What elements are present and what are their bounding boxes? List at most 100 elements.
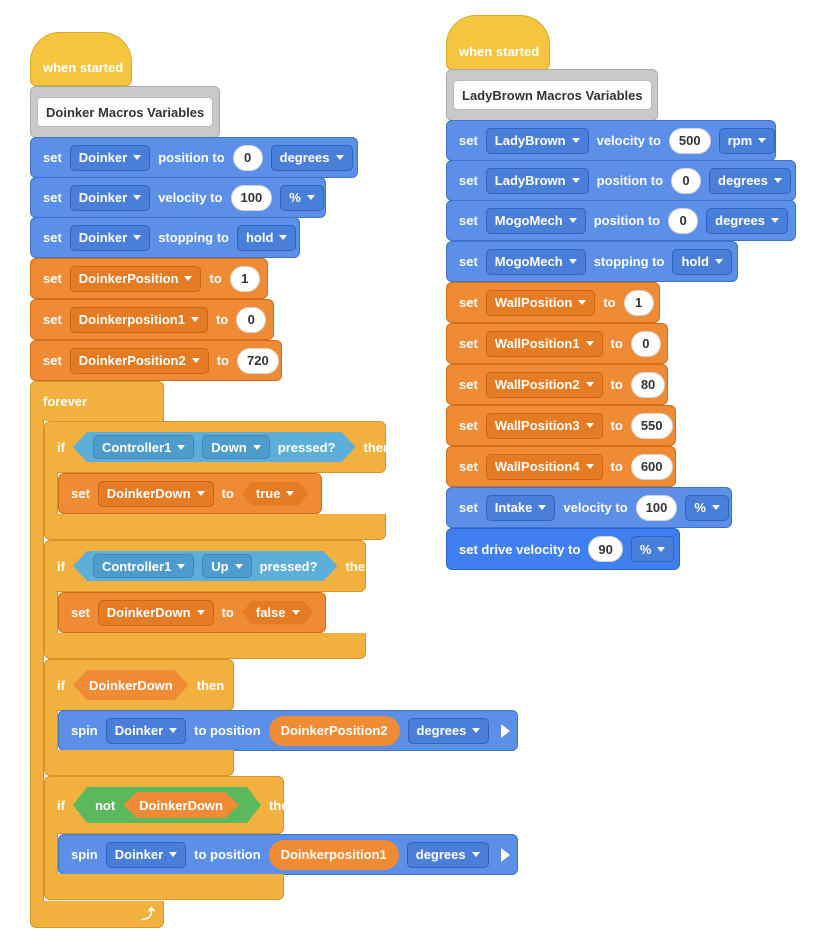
position-variable-reporter[interactable]: DoinkerPosition2	[268, 715, 400, 746]
unit-dropdown[interactable]: degrees	[709, 167, 791, 194]
comment-text[interactable]: LadyBrown Macros Variables	[453, 80, 652, 110]
comment-block[interactable]: Doinker Macros Variables	[30, 86, 220, 138]
variable-dropdown[interactable]: DoinkerPosition2	[69, 347, 209, 374]
motor-name: Doinker	[114, 723, 164, 738]
chevron-down-icon	[177, 564, 185, 569]
spin-to-position-block[interactable]: spin Doinker to position DoinkerPosition…	[58, 710, 518, 751]
variable-dropdown[interactable]: DoinkerDown	[97, 480, 214, 507]
unit-dropdown[interactable]: %	[685, 494, 729, 521]
motor-dropdown[interactable]: Doinker	[69, 224, 151, 251]
motor-dropdown[interactable]: MogoMech	[485, 248, 586, 275]
set-position-block[interactable]: set LadyBrown position to 0 degrees	[446, 160, 796, 201]
set-stopping-block[interactable]: set MogoMech stopping to hold	[446, 241, 738, 282]
set-doinkerdown-false-block[interactable]: set DoinkerDown to false	[58, 592, 326, 633]
unit-dropdown[interactable]: degrees	[270, 144, 353, 171]
motor-dropdown[interactable]: LadyBrown	[485, 167, 589, 194]
comment-block[interactable]: LadyBrown Macros Variables	[446, 69, 658, 121]
set-variable-block[interactable]: set WallPosition2 to 80	[446, 364, 668, 405]
set-velocity-block[interactable]: set Doinker velocity to 100 %	[30, 177, 326, 218]
value-input[interactable]: 100	[635, 494, 678, 521]
value-input[interactable]: 0	[236, 306, 267, 333]
spin-to-position-block[interactable]: spin Doinker to position Doinkerposition…	[58, 834, 518, 875]
set-variable-block[interactable]: set DoinkerPosition to 1	[30, 258, 268, 299]
motor-dropdown[interactable]: MogoMech	[485, 207, 586, 234]
value-input[interactable]: 1	[229, 265, 260, 292]
set-variable-block[interactable]: set WallPosition4 to 600	[446, 446, 676, 487]
variable-dropdown[interactable]: DoinkerPosition	[69, 265, 202, 292]
value-input[interactable]: 500	[668, 127, 711, 154]
set-position-block[interactable]: set Doinker position to 0 degrees	[30, 137, 358, 178]
boolean-dropdown[interactable]: false	[242, 601, 314, 625]
controller-dropdown[interactable]: Controller1	[93, 554, 194, 578]
motor-dropdown[interactable]: LadyBrown	[485, 127, 589, 154]
value-input[interactable]: 0	[668, 207, 699, 234]
not-operator[interactable]: not DoinkerDown	[73, 787, 261, 823]
motor-dropdown[interactable]: Doinker	[69, 144, 151, 171]
value-input[interactable]: 0	[630, 330, 661, 357]
value-input[interactable]: 550	[630, 412, 673, 439]
motor-dropdown[interactable]: Intake	[485, 494, 556, 521]
forever-block[interactable]: forever	[30, 381, 164, 421]
value-input[interactable]: 1	[623, 289, 654, 316]
set-variable-block[interactable]: set Doinkerposition1 to 0	[30, 299, 274, 340]
controller-dropdown[interactable]: Controller1	[93, 435, 194, 459]
value-input[interactable]: 80	[630, 371, 666, 398]
set-doinkerdown-true-block[interactable]: set DoinkerDown to true	[58, 473, 322, 514]
doinkerdown-condition[interactable]: DoinkerDown	[123, 792, 239, 818]
variable-dropdown[interactable]: WallPosition3	[485, 412, 603, 439]
chevron-down-icon	[578, 300, 587, 305]
comment-text[interactable]: Doinker Macros Variables	[37, 97, 214, 127]
play-arrow-icon[interactable]	[501, 723, 511, 738]
if-block-doinkerdown[interactable]: if DoinkerDown then	[44, 659, 234, 711]
variable-dropdown[interactable]: WallPosition	[485, 289, 596, 316]
motor-dropdown[interactable]: Doinker	[105, 841, 187, 868]
if-arm	[44, 710, 58, 751]
set-variable-block[interactable]: set WallPosition to 1	[446, 282, 660, 323]
unit-dropdown[interactable]: %	[280, 184, 324, 211]
unit-dropdown[interactable]: degrees	[407, 717, 490, 744]
variable-name: WallPosition2	[494, 377, 580, 392]
button-dropdown[interactable]: Up	[202, 554, 251, 578]
value-input[interactable]: 0	[671, 167, 702, 194]
when-started-hat[interactable]: when started	[446, 15, 550, 70]
unit-dropdown[interactable]: %	[630, 536, 675, 562]
motor-dropdown[interactable]: Doinker	[105, 717, 187, 744]
variable-name: WallPosition3	[494, 418, 580, 433]
variable-dropdown[interactable]: DoinkerDown	[97, 599, 214, 626]
unit-dropdown[interactable]: degrees	[706, 207, 788, 234]
stopping-dropdown[interactable]: hold	[672, 248, 732, 275]
set-position-block[interactable]: set MogoMech position to 0 degrees	[446, 200, 796, 241]
controller-pressed-condition[interactable]: Controller1 Up pressed?	[73, 551, 338, 581]
unit-dropdown[interactable]: degrees	[406, 841, 489, 868]
variable-dropdown[interactable]: WallPosition4	[485, 453, 603, 480]
set-velocity-block[interactable]: set LadyBrown velocity to 500 rpm	[446, 120, 776, 161]
variable-dropdown[interactable]: WallPosition1	[485, 330, 603, 357]
value-input[interactable]: 600	[630, 453, 673, 480]
controller-pressed-condition[interactable]: Controller1 Down pressed?	[73, 432, 356, 462]
motor-name: LadyBrown	[494, 133, 566, 148]
set-intake-velocity-block[interactable]: set Intake velocity to 100 %	[446, 487, 732, 528]
unit-dropdown[interactable]: rpm	[718, 127, 776, 154]
set-drive-velocity-block[interactable]: set drive velocity to 90 %	[446, 528, 680, 570]
stopping-dropdown[interactable]: hold	[236, 224, 297, 251]
if-block-not-doinkerdown[interactable]: if not DoinkerDown then	[44, 776, 296, 834]
when-started-hat[interactable]: when started	[30, 32, 132, 86]
boolean-dropdown[interactable]: true	[242, 482, 309, 506]
button-dropdown[interactable]: Down	[202, 435, 269, 459]
if-block-down[interactable]: if Controller1 Down pressed? then	[44, 421, 391, 473]
position-variable-reporter[interactable]: Doinkerposition1	[268, 839, 399, 870]
value-input[interactable]: 720	[237, 347, 279, 374]
if-block-up[interactable]: if Controller1 Up pressed? then	[44, 540, 373, 592]
set-variable-block[interactable]: set WallPosition1 to 0	[446, 323, 668, 364]
value-input[interactable]: 90	[588, 536, 623, 562]
set-variable-block[interactable]: set WallPosition3 to 550	[446, 405, 676, 446]
variable-dropdown[interactable]: WallPosition2	[485, 371, 603, 398]
set-stopping-block[interactable]: set Doinker stopping to hold	[30, 217, 300, 258]
variable-dropdown[interactable]: Doinkerposition1	[69, 306, 208, 333]
play-arrow-icon[interactable]	[500, 847, 510, 862]
value-input[interactable]: 0	[232, 144, 263, 171]
set-variable-block[interactable]: set DoinkerPosition2 to 720	[30, 340, 282, 381]
doinkerdown-condition[interactable]: DoinkerDown	[73, 670, 189, 700]
value-input[interactable]: 100	[230, 184, 273, 211]
motor-dropdown[interactable]: Doinker	[69, 184, 151, 211]
